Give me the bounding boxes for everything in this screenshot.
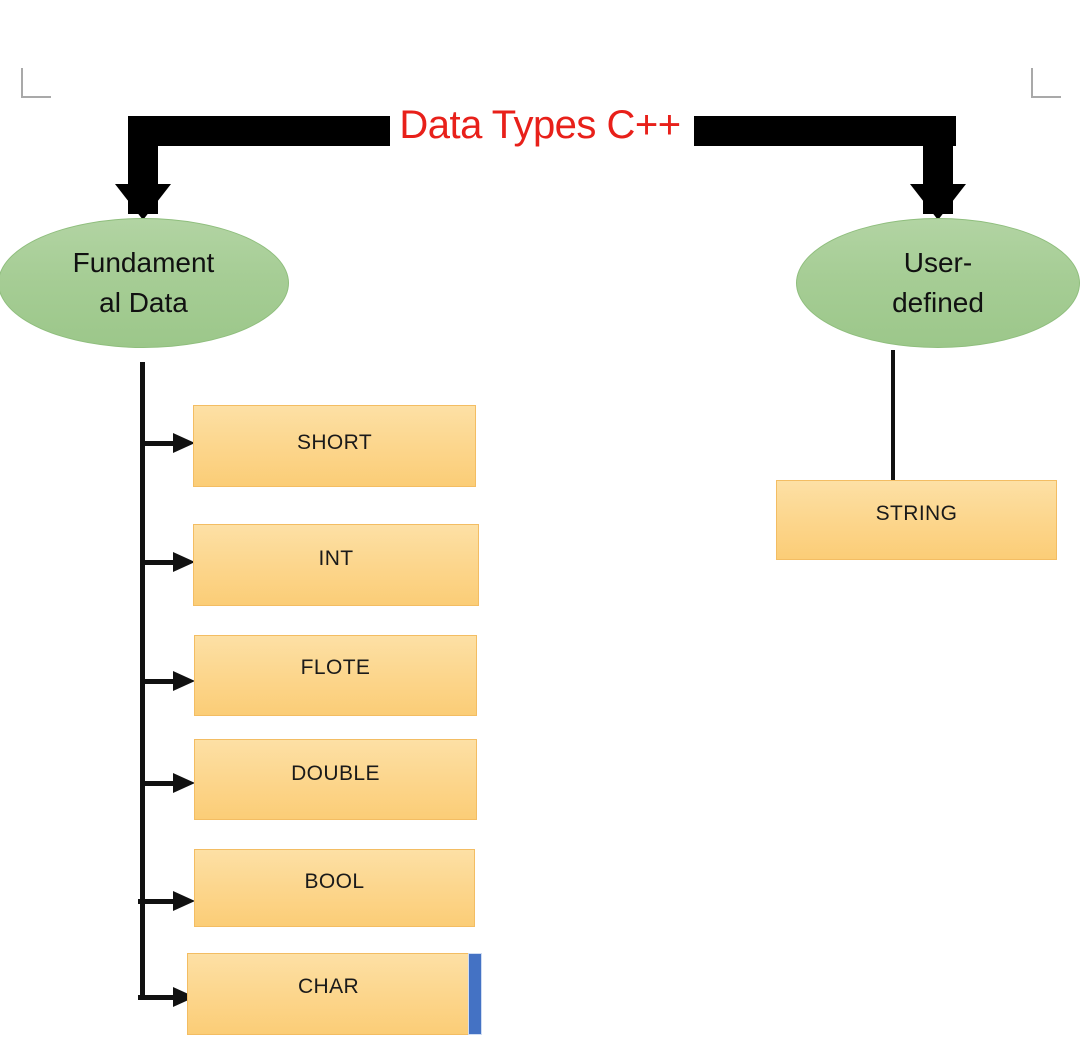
node-type-int-label: INT bbox=[318, 547, 354, 570]
arrow-fundamental-to-int bbox=[145, 552, 195, 572]
node-user-defined-label: User- defined bbox=[892, 243, 984, 323]
node-user-defined-label-line2: defined bbox=[892, 287, 984, 318]
node-type-bool[interactable]: BOOL bbox=[194, 849, 475, 927]
connector-root-to-userdefined-horizontal bbox=[694, 116, 956, 146]
node-type-short-label: SHORT bbox=[296, 431, 373, 454]
node-user-defined-label-line1: User- bbox=[903, 247, 973, 278]
node-type-flote[interactable]: FLOTE bbox=[194, 635, 477, 716]
connector-userdefined-to-string bbox=[891, 350, 895, 482]
arrowhead-root-to-fundamental bbox=[115, 184, 171, 220]
node-fundamental-data-label-line2: al Data bbox=[99, 287, 188, 318]
node-user-defined[interactable]: User- defined bbox=[796, 218, 1080, 348]
node-fundamental-data[interactable]: Fundament al Data bbox=[0, 218, 289, 348]
node-fundamental-data-label-line1: Fundament bbox=[72, 247, 215, 278]
page-corner-mark-top-left bbox=[21, 68, 51, 98]
arrow-fundamental-to-double bbox=[145, 773, 195, 793]
connector-fundamental-spine bbox=[140, 362, 145, 999]
node-type-char-label: CHAR bbox=[297, 975, 360, 998]
node-type-double-label: DOUBLE bbox=[291, 762, 380, 785]
node-fundamental-data-label: Fundament al Data bbox=[73, 243, 215, 323]
node-type-string[interactable]: STRING bbox=[776, 480, 1057, 560]
arrowhead-root-to-userdefined bbox=[910, 184, 966, 220]
arrow-fundamental-to-flote bbox=[145, 671, 195, 691]
node-type-int[interactable]: INT bbox=[193, 524, 479, 606]
node-type-double[interactable]: DOUBLE bbox=[194, 739, 477, 820]
arrow-fundamental-to-char bbox=[138, 987, 195, 1007]
diagram-title: Data Types C++ bbox=[399, 103, 681, 147]
node-type-short[interactable]: SHORT bbox=[193, 405, 476, 487]
selection-handle-bar[interactable] bbox=[468, 953, 482, 1035]
arrow-fundamental-to-short bbox=[145, 433, 195, 453]
page-corner-mark-top-right bbox=[1031, 68, 1061, 98]
node-type-flote-label: FLOTE bbox=[300, 656, 371, 679]
node-type-char[interactable]: CHAR bbox=[187, 953, 470, 1035]
node-type-string-label: STRING bbox=[875, 502, 958, 525]
connector-root-to-fundamental-horizontal bbox=[128, 116, 390, 146]
arrow-fundamental-to-bool bbox=[138, 891, 195, 911]
node-type-bool-label: BOOL bbox=[304, 870, 365, 893]
